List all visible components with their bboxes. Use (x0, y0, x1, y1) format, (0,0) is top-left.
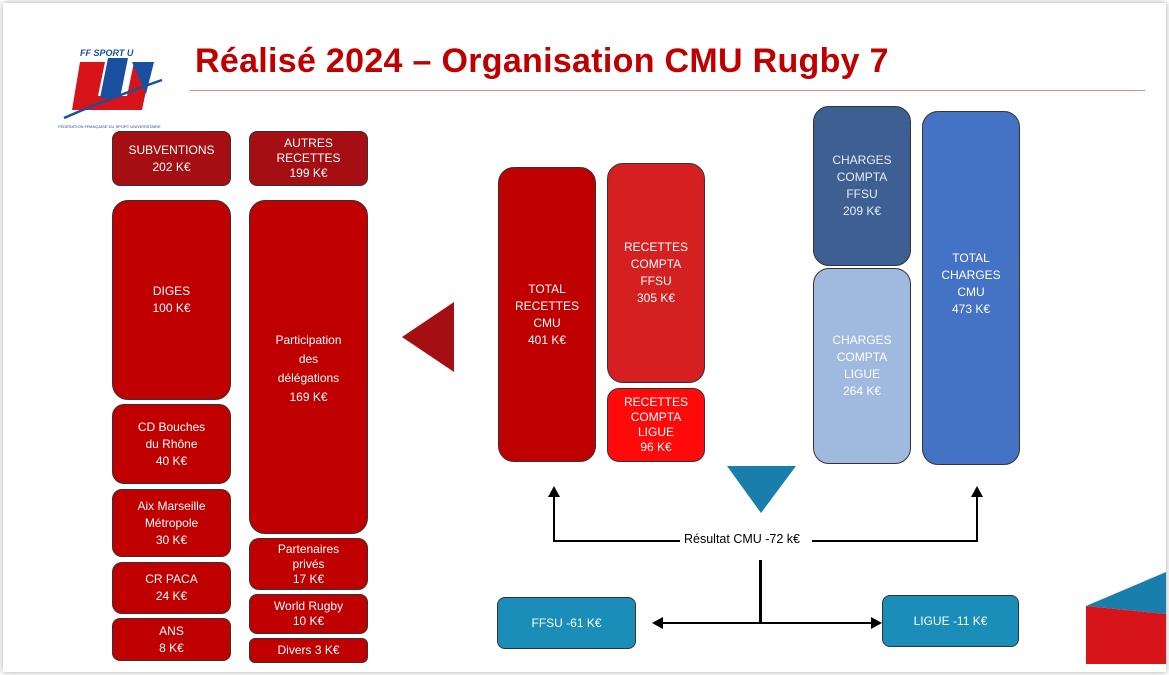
arrowhead-up-left (548, 486, 560, 497)
left-triangle-arrow (402, 302, 454, 372)
corner-decoration (1086, 572, 1166, 664)
split-vertical-line (759, 560, 762, 624)
arrowhead-right (871, 617, 882, 629)
resultat-cmu-label: Résultat CMU -72 k€ (684, 532, 801, 546)
result-line-left (553, 540, 680, 542)
right-up-line (976, 494, 978, 542)
arrowhead-left (652, 617, 663, 629)
ffsport-u-logo: FF SPORT U FÉDÉRATION FRANÇAISE DU SPORT… (58, 48, 163, 129)
logo-subtext: FÉDÉRATION FRANÇAISE DU SPORT UNIVERSITA… (58, 124, 161, 129)
split-horizontal-line (660, 622, 876, 624)
down-triangle-arrow (727, 466, 796, 513)
ligue-result-box: LIGUE -11 K€ (882, 595, 1019, 647)
left-up-line (553, 494, 555, 542)
logo-text: FF SPORT U (80, 48, 134, 58)
divers-box: Divers 3 K€ (249, 638, 368, 663)
result-line-right (812, 540, 978, 542)
title-divider (190, 90, 1145, 91)
arrowhead-up-right (971, 486, 983, 497)
page-title: Réalisé 2024 – Organisation CMU Rugby 7 (195, 42, 889, 80)
ffsu-result-box: FFSU -61 K€ (497, 597, 636, 649)
